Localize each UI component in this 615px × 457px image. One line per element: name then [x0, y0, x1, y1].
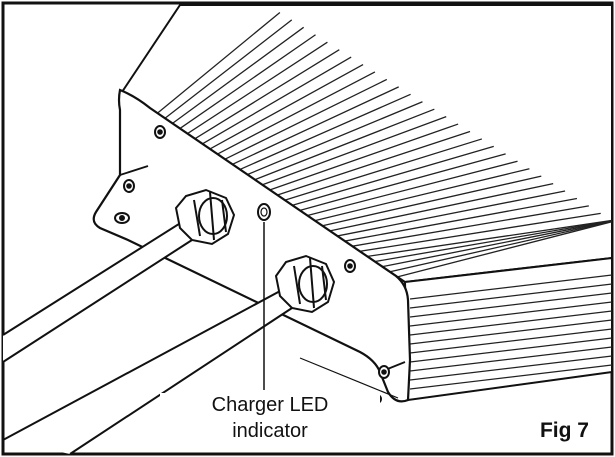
fin-line — [277, 130, 471, 196]
fin-line — [202, 56, 352, 145]
side-fin-line — [409, 292, 613, 318]
fin-line — [209, 63, 364, 150]
fin-line — [179, 34, 316, 130]
screw-hole-dot — [347, 263, 353, 269]
fin-line — [359, 212, 601, 252]
fin-line — [247, 101, 423, 176]
fin-line — [329, 182, 554, 232]
fin-line — [292, 145, 494, 206]
side-fin-line — [409, 328, 613, 354]
fin-line — [389, 220, 613, 273]
fin-line — [217, 71, 376, 155]
fin-line — [344, 197, 578, 242]
fin-line — [299, 153, 506, 211]
side-fin-line — [409, 355, 613, 381]
fin-line — [269, 123, 459, 191]
screw-hole-dot — [126, 183, 132, 189]
side-fin-line — [409, 301, 613, 327]
side-fin-line — [409, 283, 613, 309]
side-fin-line — [409, 337, 613, 363]
fin-line — [157, 11, 281, 114]
side-fin-line — [409, 310, 613, 336]
fin-line — [322, 175, 542, 227]
edge-line — [299, 357, 399, 399]
fin-line — [194, 49, 340, 140]
fin-line — [254, 108, 435, 181]
fin-line — [397, 221, 613, 278]
side-fin-line — [409, 274, 613, 300]
side-fins — [409, 274, 613, 390]
fin-line — [239, 93, 411, 171]
cable-gland-left — [174, 188, 236, 246]
fin-line — [262, 116, 447, 186]
fin-line — [172, 26, 305, 124]
fin-line — [337, 190, 566, 237]
led-indicator — [257, 203, 271, 221]
fin-line — [352, 205, 589, 247]
screw-hole-dot — [157, 129, 163, 135]
fin-line — [187, 41, 328, 135]
cable-gland-right — [274, 254, 336, 314]
screw-hole-dot — [381, 369, 387, 375]
fin-line — [224, 78, 388, 160]
fin-line — [232, 86, 399, 165]
fin-line — [367, 219, 613, 258]
fin-line — [314, 168, 530, 222]
fin-line — [374, 220, 613, 263]
cooling-fins — [157, 11, 613, 278]
screw-hole-dot — [119, 215, 125, 221]
figure-label: Fig 7 — [537, 419, 591, 443]
fin-line — [382, 220, 613, 268]
side-fin-line — [409, 319, 613, 345]
fin-line — [284, 138, 483, 201]
side-fin-line — [409, 364, 613, 390]
fin-line — [307, 160, 518, 217]
side-fin-line — [409, 346, 613, 372]
fin-line — [164, 19, 293, 119]
callout-label-line2: indicator — [160, 419, 380, 443]
callout-label-line1: Charger LED — [160, 393, 380, 417]
